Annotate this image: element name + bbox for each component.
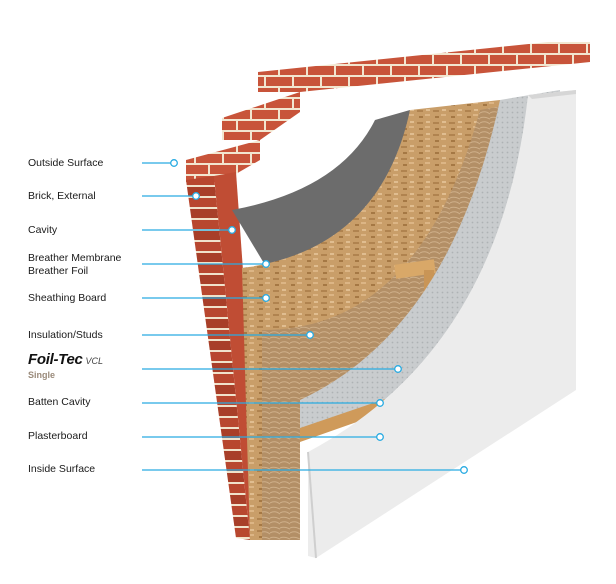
label-brick-external: Brick, External [28, 190, 96, 202]
leader-sheathing-board [142, 294, 270, 302]
label-breather-membrane: Breather Membrane [28, 252, 122, 264]
label-insulation-studs: Insulation/Studs [28, 329, 103, 341]
leader-batten-cavity [142, 399, 384, 407]
product-variant: Single [28, 370, 56, 380]
leader-brick-external [142, 192, 200, 200]
leader-outside-surface [142, 159, 178, 167]
leader-insulation-studs [142, 331, 314, 339]
product-suffix: VCL [85, 356, 104, 366]
leader-inside-surface [142, 466, 468, 474]
plasterboard-layer [308, 90, 576, 558]
label-breather-foil: Breather Foil [28, 265, 89, 277]
label-outside-surface: Outside Surface [28, 157, 104, 169]
label-cavity: Cavity [28, 224, 58, 236]
leader-breather-membrane [142, 260, 270, 268]
breather-membrane-layer [232, 110, 410, 270]
brick-side-face [186, 176, 250, 540]
leader-cavity [142, 226, 236, 234]
leader-lines [142, 159, 468, 474]
product-name: Foil-Tec [28, 351, 83, 368]
label-batten-cavity: Batten Cavity [28, 396, 91, 408]
label-plasterboard: Plasterboard [28, 430, 88, 442]
brick-top-back [258, 42, 590, 92]
label-inside-surface: Inside Surface [28, 463, 96, 475]
brick-top-front [186, 140, 260, 182]
leader-plasterboard [142, 433, 384, 441]
leader-vcl [142, 365, 402, 373]
plasterboard-edge [528, 90, 576, 99]
label-sheathing-board: Sheathing Board [28, 292, 107, 304]
brick-top-mid [222, 92, 300, 140]
